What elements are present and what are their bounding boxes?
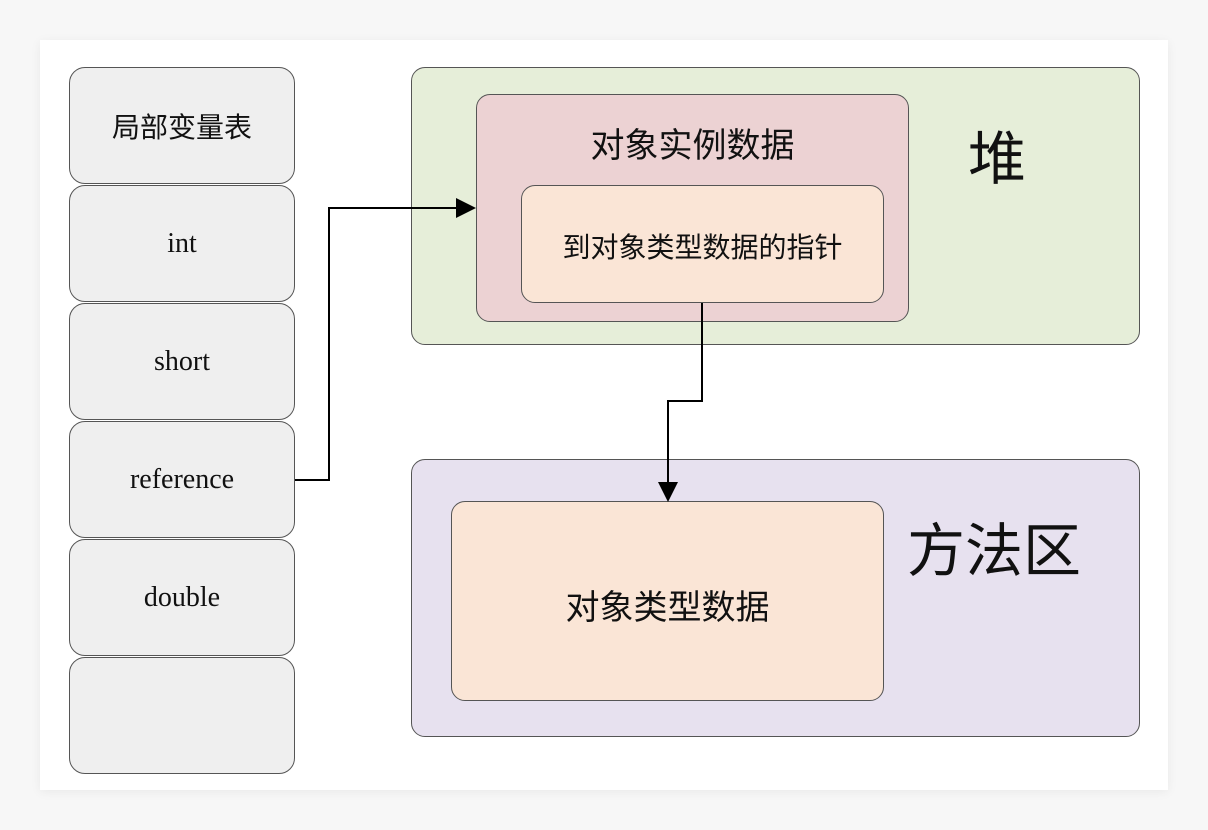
stack-cell-short: short <box>69 303 295 420</box>
stack-cell-label: int <box>167 227 197 259</box>
stack-cell-label: reference <box>129 463 235 495</box>
stack-cell-reference: reference <box>69 421 295 538</box>
object-type-data-label: 对象类型数据 <box>565 590 770 627</box>
stack-cell-double: double <box>69 539 295 656</box>
stack-cell-label: short <box>154 345 210 377</box>
stack-cell-label: 局部变量表 <box>111 112 252 144</box>
stack-cell-int: int <box>69 185 295 302</box>
heap-title: 堆 <box>968 127 1027 192</box>
local-variable-table-header: 局部变量表 <box>69 67 295 184</box>
stack-cell-empty <box>69 657 295 774</box>
object-type-data-box <box>451 501 884 701</box>
stack-cell-label: double <box>143 581 221 613</box>
method-area-title: 方法区 <box>907 519 1082 584</box>
object-instance-data-title: 对象实例数据 <box>590 128 795 165</box>
type-pointer-label: 到对象类型数据的指针 <box>562 233 843 264</box>
type-pointer-box <box>521 185 884 303</box>
